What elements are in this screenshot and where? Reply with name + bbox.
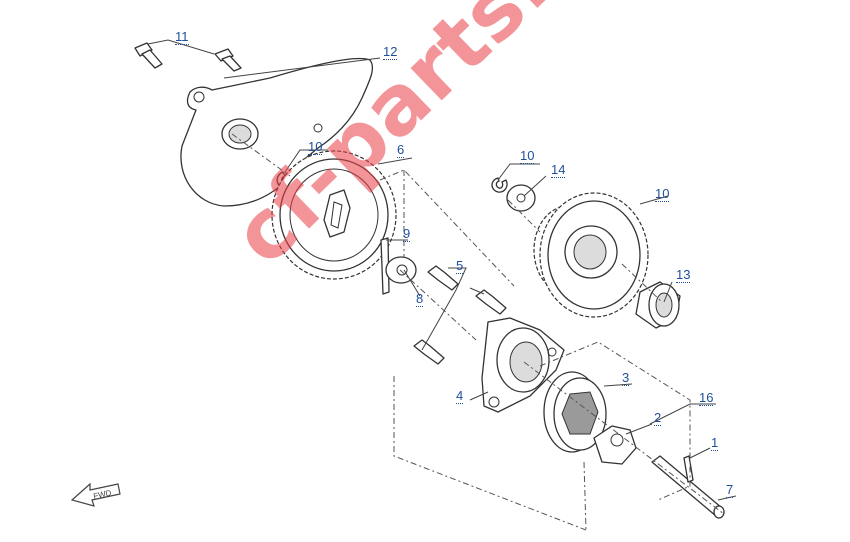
fwd-label: FWD [92, 488, 112, 501]
assembly-outlines [231, 133, 725, 531]
callout-10-right[interactable]: 10 [520, 148, 535, 164]
inner-rotor [593, 425, 637, 465]
callout-6[interactable]: 6 [397, 142, 405, 158]
callout-9[interactable]: 9 [403, 226, 411, 242]
pump-shaft [651, 455, 725, 519]
cover-bolts [134, 42, 242, 72]
callout-16[interactable]: 16 [699, 390, 714, 406]
oil-pump-body [481, 317, 565, 413]
callout-10-left[interactable]: 10 [308, 139, 323, 155]
callout-11[interactable]: 10 [655, 186, 670, 202]
callout-12[interactable]: 11 [175, 29, 189, 45]
callout-4[interactable]: 4 [456, 388, 464, 404]
dowel-pin-9 [380, 237, 390, 295]
idler-double-gear [533, 192, 649, 318]
cover-plate [180, 57, 374, 207]
callout-2[interactable]: 2 [654, 410, 662, 426]
washer-8 [385, 256, 417, 284]
pump-bolts [413, 265, 507, 365]
callout-3[interactable]: 3 [622, 370, 630, 386]
oil-pump-drive-gear [271, 150, 397, 280]
callout-15[interactable]: 14 [551, 162, 566, 178]
forward-direction-icon: FWD [68, 478, 124, 515]
callout-14[interactable]: 13 [676, 267, 691, 283]
callout-8[interactable]: 8 [416, 291, 424, 307]
needle-bearing [635, 281, 681, 329]
callout-1[interactable]: 1 [711, 435, 719, 451]
washer-15 [506, 184, 536, 212]
callout-7[interactable]: 7 [726, 482, 734, 498]
leader-lines [147, 39, 737, 501]
circlip-right [491, 177, 508, 193]
callout-13[interactable]: 12 [383, 44, 398, 60]
callout-5[interactable]: 5 [456, 258, 464, 274]
outer-rotor [543, 371, 607, 453]
